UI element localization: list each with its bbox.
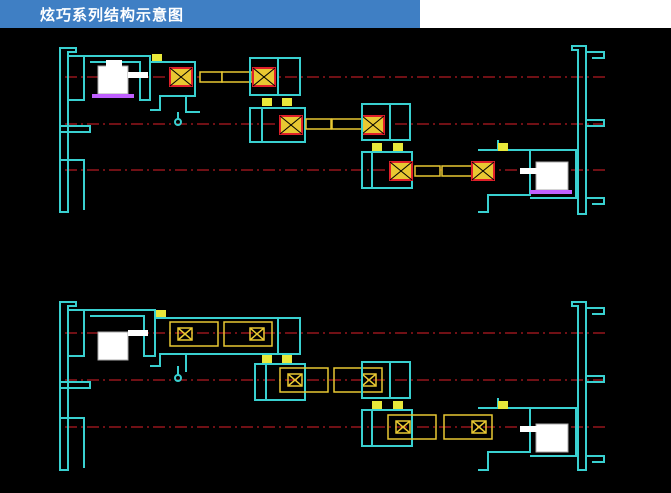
sash-1-top bbox=[150, 61, 200, 126]
left-carriage-bottom bbox=[97, 330, 148, 361]
centerlines-bottom bbox=[65, 332, 605, 428]
sash-1-bottom bbox=[150, 317, 301, 382]
mid-profile-2-top bbox=[361, 103, 413, 189]
gasket-bottom-4 bbox=[372, 401, 382, 409]
gasket-top-1 bbox=[152, 54, 162, 62]
gasket-bottom-1 bbox=[156, 310, 166, 318]
left-carriage-top bbox=[92, 60, 148, 98]
gasket-top-2 bbox=[262, 98, 272, 106]
mid-profile-2-bottom bbox=[361, 361, 413, 447]
bearings-bottom-row2 bbox=[279, 367, 383, 393]
bearings-top-row3 bbox=[389, 161, 495, 181]
gasket-bottom-3 bbox=[282, 355, 292, 363]
gasket-top-6 bbox=[498, 143, 508, 151]
top-diagram bbox=[59, 45, 605, 215]
bottom-diagram bbox=[59, 301, 605, 471]
bearings-bottom-row3 bbox=[387, 414, 493, 440]
bearings-top-row2 bbox=[279, 115, 385, 135]
title-bar: 炫巧系列结构示意图 bbox=[0, 0, 420, 28]
bearings-bottom-row1 bbox=[169, 321, 273, 347]
left-wall-frame-bottom bbox=[59, 301, 156, 471]
gasket-top-3 bbox=[282, 98, 292, 106]
mid-profile-1-top bbox=[249, 57, 306, 143]
mid-profile-1-bottom bbox=[254, 363, 306, 401]
right-carriage-top bbox=[520, 161, 572, 194]
right-carriage-bottom bbox=[520, 423, 569, 453]
gasket-bottom-6 bbox=[498, 401, 508, 409]
right-wall-frame-top bbox=[571, 45, 605, 215]
diagram-canvas bbox=[59, 45, 605, 471]
gasket-bottom-2 bbox=[262, 355, 272, 363]
left-wall-frame-top bbox=[59, 47, 151, 213]
gasket-top-5 bbox=[393, 143, 403, 151]
bearings-top-row1 bbox=[169, 67, 276, 87]
page-title: 炫巧系列结构示意图 bbox=[40, 6, 185, 24]
right-wall-frame-bottom bbox=[571, 301, 605, 471]
gasket-top-4 bbox=[372, 143, 382, 151]
gasket-bottom-5 bbox=[393, 401, 403, 409]
